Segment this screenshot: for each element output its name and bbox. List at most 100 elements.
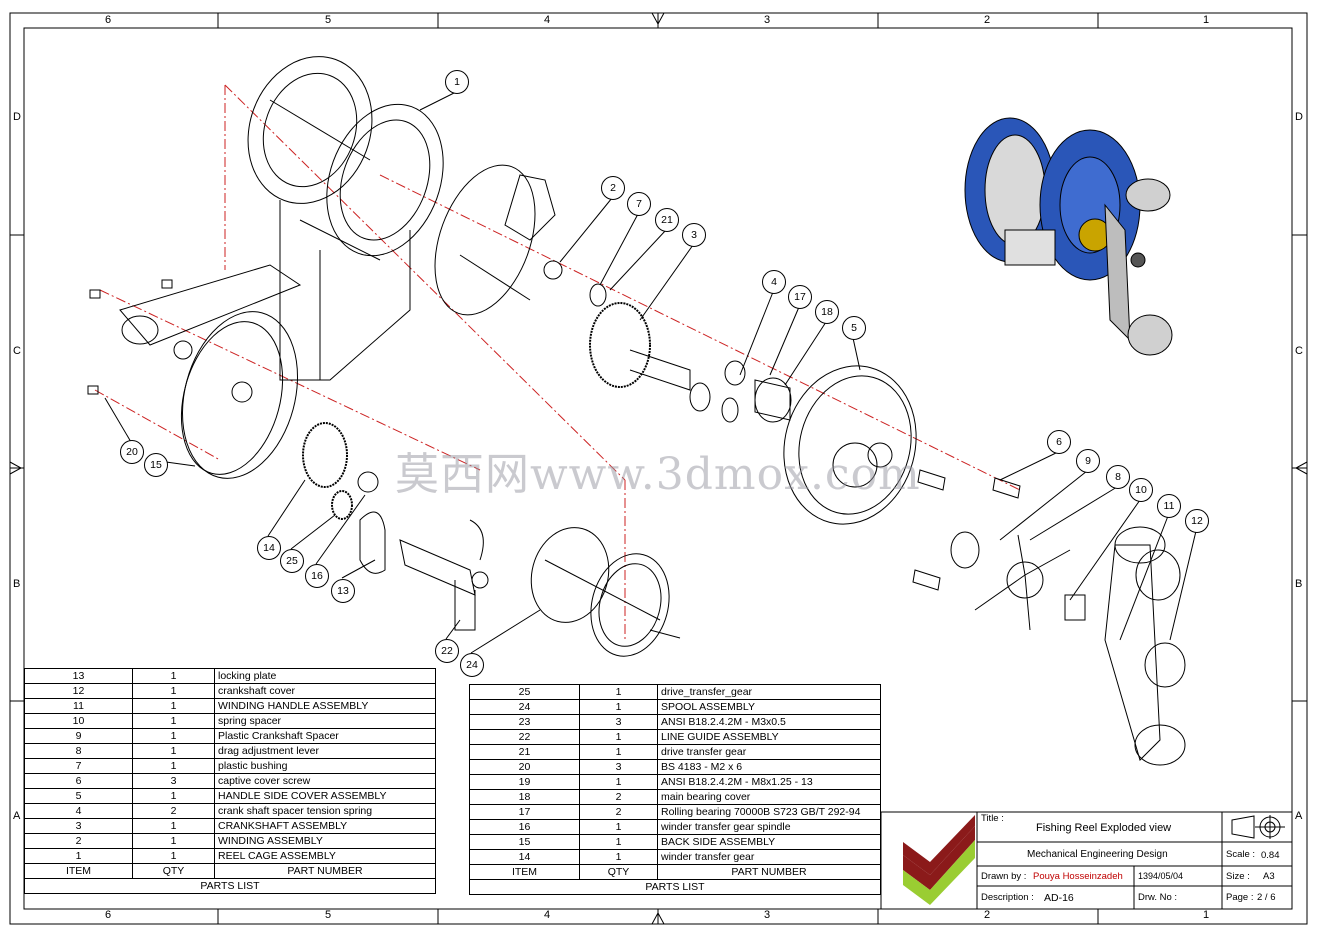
qty-cell: 1: [132, 698, 215, 714]
zone-right-D: D: [1295, 111, 1303, 123]
qty-cell: 3: [579, 714, 658, 730]
zone-top-6: 6: [105, 14, 112, 26]
callout-2: 2: [601, 176, 625, 200]
title-label: Title :: [981, 813, 1004, 824]
scale-label: Scale :: [1226, 849, 1256, 860]
zone-right-B: B: [1295, 578, 1303, 590]
item-cell: 17: [469, 804, 580, 820]
part-cell: winder transfer gear: [657, 849, 881, 865]
qty-cell: 2: [579, 789, 658, 805]
callout-7: 7: [627, 192, 651, 216]
part-cell: plastic bushing: [214, 758, 436, 774]
item-cell: 5: [24, 788, 133, 804]
zone-top-5: 5: [325, 14, 332, 26]
zone-left-A: A: [13, 810, 21, 822]
qty-cell: 1: [132, 713, 215, 729]
callout-5: 5: [842, 316, 866, 340]
callout-12: 12: [1185, 509, 1209, 533]
callout-10: 10: [1129, 478, 1153, 502]
drawn-date: 1394/05/04: [1138, 871, 1184, 881]
qty-cell: 1: [132, 788, 215, 804]
qty-cell: 1: [132, 743, 215, 759]
item-cell: 15: [469, 834, 580, 850]
item-cell: 6: [24, 773, 133, 789]
part-cell: Plastic Crankshaft Spacer: [214, 728, 436, 744]
qty-cell: 1: [579, 774, 658, 790]
item-cell: 22: [469, 729, 580, 745]
part-cell: winder transfer gear spindle: [657, 819, 881, 835]
part-cell: drive transfer gear: [657, 744, 881, 760]
qty-cell: 1: [579, 699, 658, 715]
page-value: 2 / 6: [1257, 892, 1276, 903]
zone-top-3: 3: [764, 14, 771, 26]
zone-top-2: 2: [984, 14, 991, 26]
callout-4: 4: [762, 270, 786, 294]
part-header: PART NUMBER: [214, 863, 436, 879]
qty-cell: 1: [132, 683, 215, 699]
item-cell: 13: [24, 668, 133, 684]
zone-top-1: 1: [1203, 14, 1210, 26]
qty-cell: 1: [132, 668, 215, 684]
qty-header: QTY: [132, 863, 215, 879]
qty-cell: 2: [132, 803, 215, 819]
callout-1: 1: [445, 70, 469, 94]
part-cell: crank shaft spacer tension spring: [214, 803, 436, 819]
callout-13: 13: [331, 579, 355, 603]
part-cell: BS 4183 - M2 x 6: [657, 759, 881, 775]
zone-bottom-2: 2: [984, 909, 991, 921]
company-logo: [903, 815, 975, 905]
item-cell: 4: [24, 803, 133, 819]
zone-bottom-6: 6: [105, 909, 112, 921]
item-header: ITEM: [469, 864, 580, 880]
assembled-view: [964, 117, 1173, 356]
item-cell: 23: [469, 714, 580, 730]
qty-cell: 1: [579, 684, 658, 700]
item-cell: 19: [469, 774, 580, 790]
scale-value: 0.84: [1261, 850, 1280, 861]
part-cell: HANDLE SIDE COVER ASSEMBLY: [214, 788, 436, 804]
callout-22: 22: [435, 639, 459, 663]
part-cell: ANSI B18.2.4.2M - M8x1.25 - 13: [657, 774, 881, 790]
callout-20: 20: [120, 440, 144, 464]
item-cell: 3: [24, 818, 133, 834]
drawing-subtitle: Mechanical Engineering Design: [1027, 849, 1168, 860]
item-cell: 25: [469, 684, 580, 700]
zone-left-B: B: [13, 578, 21, 590]
qty-cell: 1: [579, 834, 658, 850]
part-cell: CRANKSHAFT ASSEMBLY: [214, 818, 436, 834]
item-cell: 18: [469, 789, 580, 805]
zone-right-C: C: [1295, 345, 1303, 357]
zone-bottom-4: 4: [544, 909, 551, 921]
callout-14: 14: [257, 536, 281, 560]
qty-header: QTY: [579, 864, 658, 880]
part-cell: locking plate: [214, 668, 436, 684]
qty-cell: 1: [132, 818, 215, 834]
zone-bottom-1: 1: [1203, 909, 1210, 921]
item-cell: 11: [24, 698, 133, 714]
zone-left-D: D: [13, 111, 21, 123]
zone-top-4: 4: [544, 14, 551, 26]
qty-cell: 1: [579, 729, 658, 745]
part-cell: BACK SIDE ASSEMBLY: [657, 834, 881, 850]
